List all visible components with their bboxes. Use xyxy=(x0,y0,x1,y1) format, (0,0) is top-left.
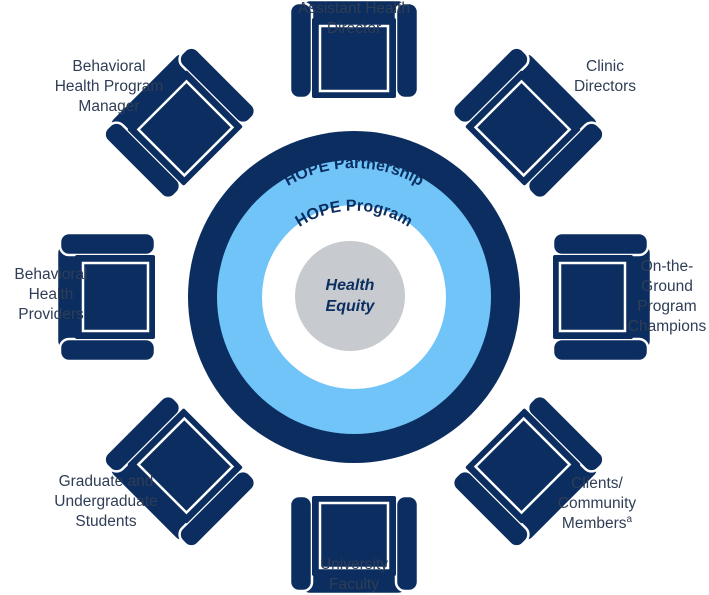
center-circle xyxy=(295,241,405,351)
seat-label-right: On-the- Ground Program Champions xyxy=(627,258,707,335)
chair-armrest-left xyxy=(551,231,650,257)
chair-bottom-left xyxy=(103,394,257,548)
chair-seat-cushion xyxy=(473,79,572,178)
seat-label-bottom-left: Graduate and Undergraduate Students xyxy=(54,473,158,530)
chair-bottom xyxy=(288,494,420,595)
footnote-marker: a xyxy=(626,513,633,525)
chair-seat-cushion xyxy=(81,261,150,333)
seat-label-left: Behavioral Health Providers xyxy=(14,266,88,323)
chair-top xyxy=(288,0,420,100)
chair-seat-cushion xyxy=(473,416,572,515)
chair-right xyxy=(551,231,653,363)
center-label-line2: Equity xyxy=(326,298,376,315)
chair-top-right xyxy=(451,46,605,200)
chair-armrest-left xyxy=(58,337,157,363)
chair-left xyxy=(55,231,157,363)
chair-top-left xyxy=(103,46,257,200)
chair-armrest-right xyxy=(58,231,157,257)
chair-seat-cushion xyxy=(136,416,235,515)
chair-seat-cushion xyxy=(318,24,390,93)
seat-label-top-left: Behavioral Health Program Manager xyxy=(54,58,164,115)
center-label-line1: Health xyxy=(326,277,375,294)
seat-label-bottom-right: Clients/ Community Membersa xyxy=(557,475,637,532)
chair-armrest-left xyxy=(451,46,530,125)
seat-label-top: Assistant Health Director xyxy=(298,0,410,37)
chairs-group xyxy=(55,0,653,595)
chair-armrest-right xyxy=(526,121,605,200)
chair-seat-cushion xyxy=(558,261,627,333)
chair-armrest-right xyxy=(551,337,650,363)
seat-label-top-right: Clinic Directors xyxy=(573,58,636,95)
chair-bottom-right xyxy=(451,394,605,548)
chair-armrest-left xyxy=(526,394,605,473)
chair-armrest-right xyxy=(451,469,530,548)
seat-label-bottom: University Faculty xyxy=(319,556,389,593)
chair-armrest-right xyxy=(103,394,182,473)
chair-seat-cushion xyxy=(136,79,235,178)
chair-seat-cushion xyxy=(318,501,390,570)
